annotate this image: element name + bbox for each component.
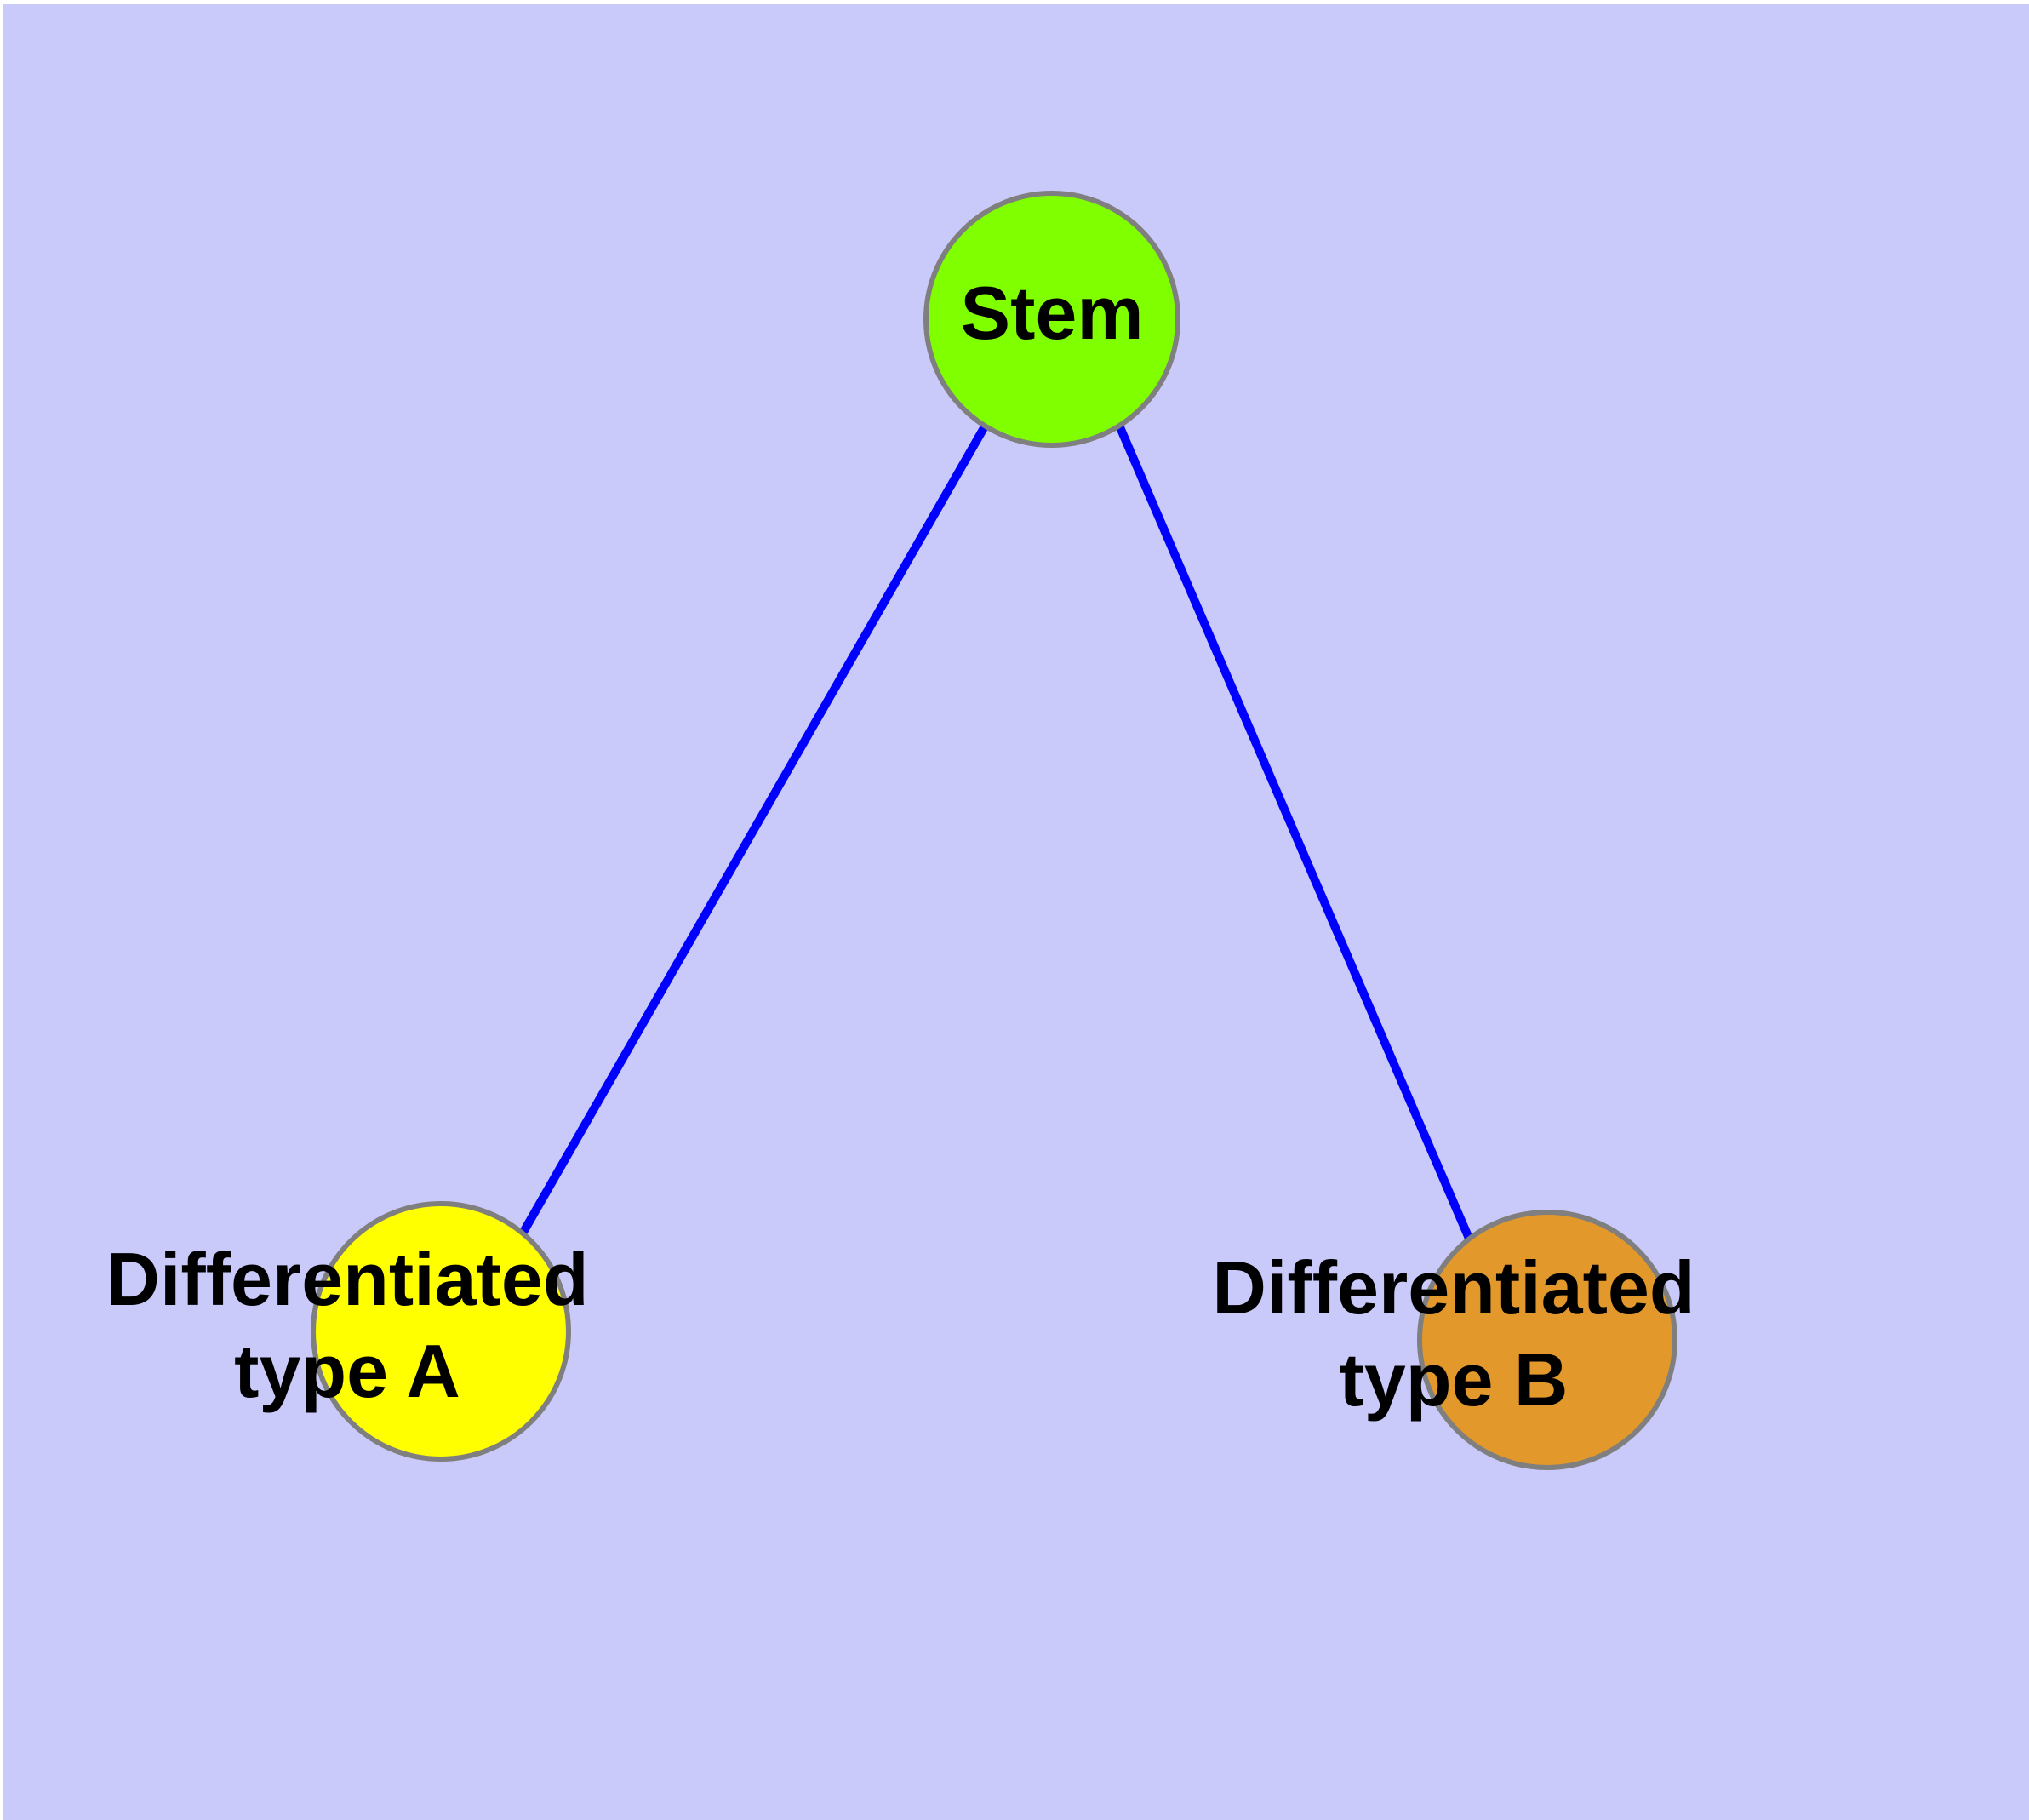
label-line: type A [234, 1329, 460, 1413]
edge-stem-to-differentiated-type-a[interactable] [518, 424, 989, 1236]
label-line: Stem [960, 271, 1143, 355]
edge-stem-to-differentiated-type-b[interactable] [1116, 426, 1474, 1242]
label-line: Differentiated [106, 1237, 588, 1321]
label-line: Differentiated [1212, 1245, 1695, 1330]
node-differentiated-type-b-circle[interactable] [1417, 1210, 1677, 1470]
node-differentiated-type-a-circle[interactable] [311, 1201, 571, 1462]
node-stem[interactable]: Stem [923, 191, 1180, 448]
node-stem-label: Stem [960, 271, 1143, 355]
edge-layer [518, 424, 1474, 1242]
label-line: type B [1340, 1337, 1569, 1422]
node-stem-circle[interactable] [923, 191, 1180, 448]
